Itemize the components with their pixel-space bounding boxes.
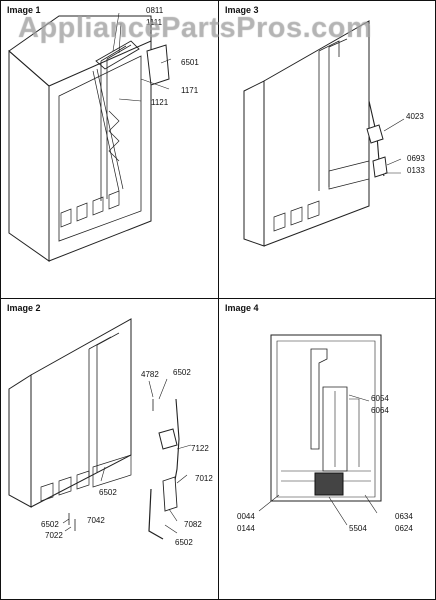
label-part-5504: 5504 — [349, 524, 367, 533]
label-part-4023: 4023 — [406, 112, 424, 121]
panel-image-3: Image 3 4023 0693 0133 — [218, 0, 436, 300]
panel-image-2: Image 2 4782 6502 7122 7012 6502 6502 70… — [0, 298, 220, 600]
label-part-4782: 4782 — [141, 370, 159, 379]
label-part-0624: 0624 — [395, 524, 413, 533]
label-part-0693: 0693 — [407, 154, 425, 163]
label-part-0044: 0044 — [237, 512, 255, 521]
label-part-1111: 1111 — [146, 18, 163, 27]
label-part-7022: 7022 — [45, 531, 63, 540]
label-part-6501: 6501 — [181, 58, 199, 67]
label-part-0133: 0133 — [407, 166, 425, 175]
label-part-0811: 0811 — [146, 6, 164, 15]
label-part-7122: 7122 — [191, 444, 209, 453]
label-part-0144: 0144 — [237, 524, 255, 533]
label-part-7012: 7012 — [195, 474, 213, 483]
panel-title: Image 1 — [7, 5, 41, 15]
label-part-6502: 6502 — [41, 520, 59, 529]
label-part-6502: 6502 — [99, 488, 117, 497]
panel-image-4: Image 4 6054 6064 0044 0144 5504 0634 06… — [218, 298, 436, 600]
panel-image-1: Image 1 0811 1111 6501 1171 1121 — [0, 0, 220, 300]
label-part-6064: 6064 — [371, 406, 389, 415]
panel-title: Image 2 — [7, 303, 41, 313]
panel-title: Image 4 — [225, 303, 259, 313]
label-part-0634: 0634 — [395, 512, 413, 521]
label-part-6502: 6502 — [173, 368, 191, 377]
label-part-7042: 7042 — [87, 516, 105, 525]
label-part-6502: 6502 — [175, 538, 193, 547]
watermark-text: AppliancePartsPros.com — [18, 12, 373, 44]
refrigerator-back-drawing — [219, 1, 435, 299]
refrigerator-back-drawing — [1, 299, 219, 599]
label-part-1171: 1171 — [181, 86, 199, 95]
refrigerator-back-drawing — [219, 299, 435, 599]
label-part-7082: 7082 — [184, 520, 202, 529]
label-part-1121: 1121 — [151, 98, 169, 107]
label-part-6054: 6054 — [371, 394, 389, 403]
panel-title: Image 3 — [225, 5, 259, 15]
refrigerator-back-drawing — [1, 1, 219, 299]
